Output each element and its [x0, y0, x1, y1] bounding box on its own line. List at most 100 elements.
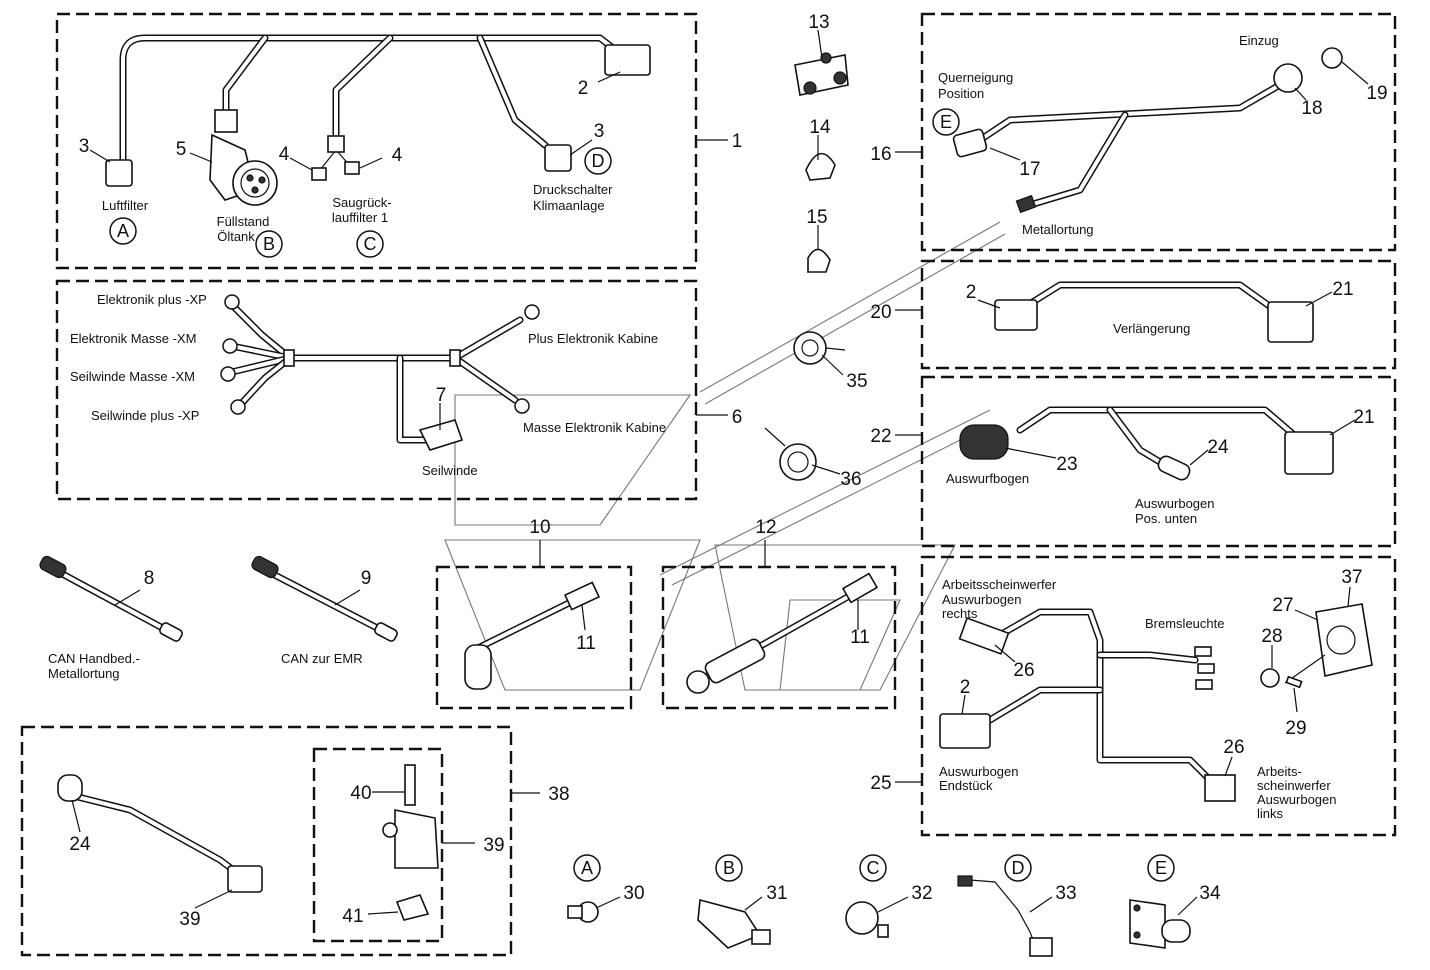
group-38-parts [57, 764, 439, 921]
sensor-head [464, 644, 492, 690]
group-box-22 [920, 375, 1397, 548]
group-box-16 [920, 12, 1397, 252]
label-aw-rechts: Arbeitsscheinwerfer [942, 577, 1057, 592]
cable-12 [686, 572, 879, 694]
marker-b: B [263, 234, 275, 254]
label-fuellstand: Füllstand [217, 214, 270, 229]
callout: 27 [1272, 595, 1293, 616]
marker-d: D [1012, 858, 1025, 878]
callout: 25 [870, 773, 891, 794]
background-ghost-lines [444, 221, 1006, 691]
callout: 19 [1366, 83, 1387, 104]
callout: 24 [1207, 437, 1229, 458]
callout: 7 [436, 385, 447, 406]
harness-25 [939, 603, 1373, 802]
callout: 26 [1013, 660, 1034, 681]
terminal-4-right [344, 161, 360, 175]
connector-2 [939, 713, 991, 749]
parts-13-15 [764, 52, 849, 481]
label-auswurfbogen: Auswurfbogen [946, 471, 1029, 486]
label-can-emr: CAN zur EMR [281, 651, 363, 666]
callout: 21 [1353, 407, 1374, 428]
callout: 16 [870, 144, 891, 165]
callout: 35 [846, 371, 867, 392]
switch-36 [779, 443, 817, 481]
can-cable-8 [39, 555, 183, 642]
callout: 3 [594, 121, 605, 142]
callout: 10 [529, 517, 550, 538]
callout: 30 [623, 883, 644, 904]
callout: 12 [755, 517, 776, 538]
marker-c: C [867, 858, 880, 878]
letter-markers: A B C D E A B C D E [109, 108, 1175, 882]
marker-e: E [940, 112, 952, 132]
label-druckschalter: Druckschalter [533, 182, 613, 197]
connector-2 [994, 299, 1038, 331]
marker-a: A [117, 221, 129, 241]
connector [1029, 937, 1053, 957]
label-klimaanlage: Klimaanlage [533, 198, 605, 213]
label-luftfilter: Luftfilter [102, 198, 149, 213]
connector-39 [227, 865, 263, 893]
label-bremsleuchte: Bremsleuchte [1145, 616, 1224, 631]
connector-24 [57, 774, 83, 802]
sensor-31 [697, 898, 762, 949]
callout: 13 [808, 12, 829, 33]
marker-b: B [723, 858, 735, 878]
label-metallortung: Metallortung [1022, 222, 1094, 237]
marker-c: C [364, 234, 377, 254]
sleeve-small [327, 135, 345, 153]
callout: 29 [1285, 718, 1306, 739]
sleeve [214, 109, 238, 133]
label-aw-links-3: Auswurbogen [1257, 792, 1337, 807]
callout: 34 [1199, 883, 1221, 904]
label-can-hand: CAN Handbed.- [48, 651, 140, 666]
clamp-14 [805, 152, 836, 181]
callout: 40 [350, 783, 371, 804]
terminal-4-left [311, 167, 327, 181]
harness-22 [959, 406, 1334, 481]
callout-numbers: 1 2 3 3 4 4 5 6 7 8 9 10 11 11 12 13 14 … [69, 12, 1387, 930]
label-sw-masse: Seilwinde Masse -XM [70, 369, 195, 384]
label-einzug: Einzug [1239, 33, 1279, 48]
callout: 31 [766, 883, 787, 904]
group-box-1 [55, 12, 698, 270]
connector-26 [958, 617, 1010, 655]
part-29 [1285, 675, 1303, 689]
callout: 23 [1056, 454, 1077, 475]
label-can-hand-2: Metallortung [48, 666, 120, 681]
label-lauffilter: lauffilter 1 [332, 210, 388, 225]
ring-terminal [524, 304, 540, 320]
ring-terminal [220, 366, 236, 382]
callout: 1 [732, 131, 743, 152]
sensor-32 [845, 901, 879, 935]
callout: 8 [144, 568, 155, 589]
connector-2 [604, 44, 651, 76]
label-aw-links-4: links [1257, 806, 1284, 821]
callout: 17 [1019, 159, 1040, 180]
connector-21 [1284, 431, 1334, 475]
callout: 21 [1332, 279, 1353, 300]
callout: 3 [79, 136, 90, 157]
leader-lines [71, 29, 1369, 916]
connector-21 [1267, 301, 1314, 343]
callout: 36 [840, 469, 861, 490]
connector-17 [952, 128, 988, 158]
can-cable-9 [251, 555, 398, 642]
callout: 38 [548, 784, 569, 805]
callout: 11 [576, 633, 596, 654]
callout: 41 [342, 906, 363, 927]
plug-23 [959, 424, 1009, 460]
label-aw-links: Arbeits- [1257, 764, 1302, 779]
label-ausw-pos: Auswurbogen [1135, 496, 1215, 511]
ring-terminal [224, 294, 240, 310]
callout: 4 [392, 145, 403, 166]
label-querneigung: Querneigung [938, 70, 1013, 85]
sensors-bottom [567, 875, 1191, 957]
callout: 5 [176, 139, 187, 160]
switch-35 [793, 331, 827, 365]
group-box-25 [920, 555, 1397, 837]
group-box-12 [661, 565, 897, 710]
callout: 39 [483, 835, 504, 856]
callout: 20 [870, 302, 891, 323]
